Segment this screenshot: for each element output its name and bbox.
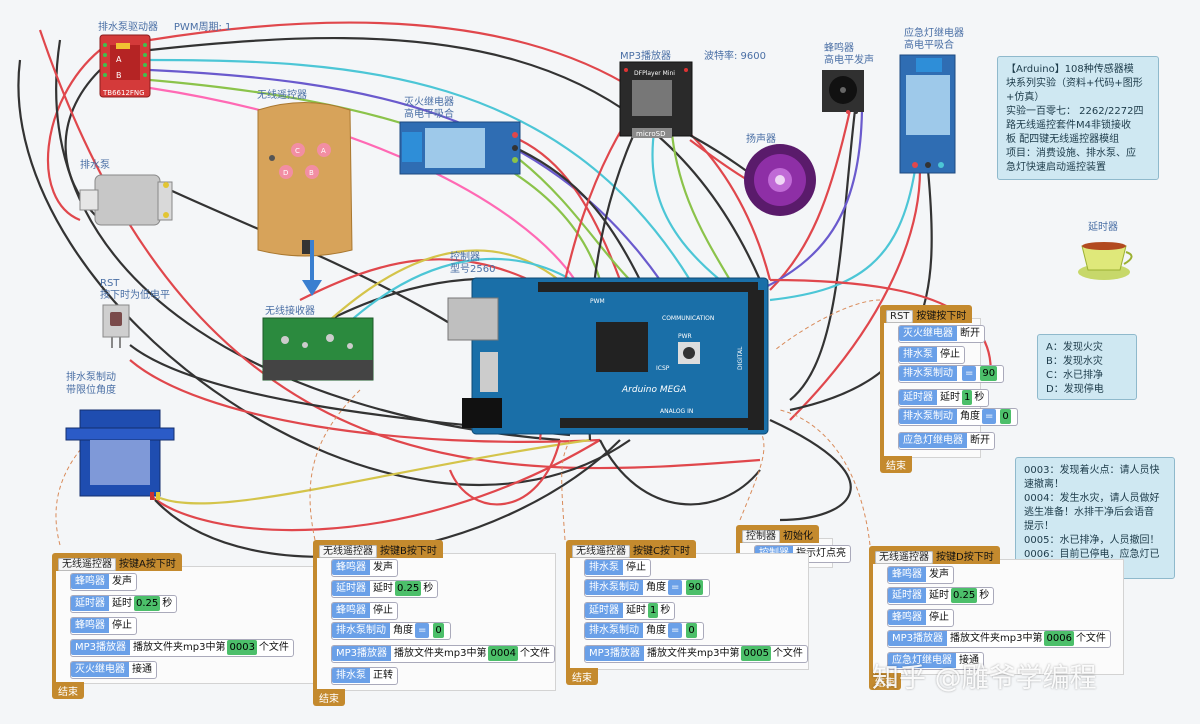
- c-row-4[interactable]: 排水泵制动角度=0: [584, 622, 704, 640]
- driver-letter-a: A: [116, 55, 122, 64]
- digital-label: DIGITAL: [737, 346, 744, 370]
- receiver-label: 无线接收器: [265, 306, 315, 317]
- b-block-header: 无线遥控器按键B按下时: [313, 540, 443, 558]
- driver-chip-label: TB6612FNG: [103, 89, 145, 97]
- mp3-player-module: [619, 61, 693, 138]
- a-row-5[interactable]: 灭火继电器接通: [70, 661, 157, 679]
- communication-label: COMMUNICATION: [662, 315, 714, 322]
- servo-motor: [65, 409, 175, 500]
- a-block-end: 结束: [52, 682, 84, 699]
- icsp-label: ICSP: [656, 365, 670, 372]
- b-row-1[interactable]: 蜂鸣器发声: [331, 559, 398, 577]
- emergency-relay-module: [899, 54, 956, 174]
- a-row-1[interactable]: 蜂鸣器发声: [70, 573, 137, 591]
- fire-relay-module: [399, 121, 521, 175]
- signal-arrow-icon: [302, 240, 322, 296]
- driver-letter-b: B: [116, 71, 122, 80]
- remote-key-b: B: [309, 169, 314, 177]
- c-block-header: 无线遥控器按键C按下时: [566, 540, 696, 558]
- controller-desc: 型号2560: [450, 264, 496, 275]
- buzzer-module: [822, 70, 864, 114]
- baud-label: 波特率: 9600: [704, 51, 766, 62]
- remote-control: [257, 102, 353, 257]
- b-block-end: 结束: [313, 689, 345, 706]
- servo-label: 排水泵制动: [66, 372, 116, 383]
- speaker-icon: [744, 144, 816, 216]
- rst-label: RST: [100, 278, 120, 289]
- rst-row-3[interactable]: 排水泵制动=90: [898, 365, 1005, 383]
- watermark: 知乎 @雕爷学编程: [872, 663, 1097, 694]
- rst-row-5[interactable]: 排水泵制动角度=0: [898, 408, 1018, 426]
- buzzer-desc: 高电平发声: [824, 55, 874, 66]
- microsd-label: microSD: [636, 130, 665, 138]
- intro-note: 【Arduino】108种传感器模块系列实验（资料+代码+图形+仿真） 实验一百…: [997, 56, 1159, 180]
- mp3-label: MP3播放器: [620, 51, 672, 62]
- pump-driver-board: [99, 34, 151, 98]
- d-row-3[interactable]: 蜂鸣器停止: [887, 609, 954, 627]
- pump-motor: [79, 174, 173, 226]
- remote-key-c: C: [295, 147, 300, 155]
- buzzer-label: 蜂鸣器: [824, 43, 854, 54]
- servo-desc: 带限位角度: [66, 385, 116, 396]
- remote-label: 无线遥控器: [257, 90, 307, 101]
- emergency-relay-label: 应急灯继电器: [904, 28, 964, 39]
- pwr-label: PWR: [678, 333, 692, 340]
- remote-key-a: A: [321, 147, 326, 155]
- init-block-header: 控制器初始化: [736, 525, 819, 543]
- b-row-6[interactable]: 排水泵正转: [331, 667, 398, 685]
- c-block-end: 结束: [566, 668, 598, 685]
- pwm-header-label: PWM: [590, 298, 605, 305]
- teacup-icon: [1078, 242, 1133, 280]
- fire-relay-label: 灭火继电器: [404, 97, 454, 108]
- a-row-3[interactable]: 蜂鸣器停止: [70, 617, 137, 635]
- c-row-1[interactable]: 排水泵停止: [584, 559, 651, 577]
- delay-label: 延时器: [1088, 222, 1118, 233]
- arduino-mega-board: [447, 277, 769, 435]
- rst-row-2[interactable]: 排水泵停止: [898, 346, 965, 364]
- rst-desc: 按下时为低电平: [100, 290, 170, 301]
- pump-label: 排水泵: [80, 160, 110, 171]
- rst-block-end: 结束: [880, 456, 912, 473]
- d-block-header: 无线遥控器按键D按下时: [869, 546, 1000, 564]
- c-row-2[interactable]: 排水泵制动角度=90: [584, 579, 711, 597]
- rst-row-1[interactable]: 灭火继电器断开: [898, 325, 985, 343]
- analog-label: ANALOG IN: [660, 408, 693, 415]
- mp3-chip-label: DFPlayer Mini: [634, 70, 675, 77]
- remote-key-d: D: [283, 169, 288, 177]
- b-row-3[interactable]: 蜂鸣器停止: [331, 602, 398, 620]
- arduino-label: Arduino MEGA: [621, 385, 686, 395]
- dashed-links: [55, 299, 881, 546]
- wireless-receiver-board: [262, 317, 374, 381]
- rst-button-module: [102, 304, 130, 348]
- fire-relay-desc: 高电平吸合: [404, 109, 454, 120]
- d-row-5[interactable]: 应急灯继电器接通: [887, 652, 984, 670]
- pump-driver-label: 排水泵驱动器 PWM周期: 1: [98, 22, 232, 33]
- speaker-label: 扬声器: [746, 134, 776, 145]
- a-block-header: 无线遥控器按键A按下时: [52, 553, 182, 571]
- d-block-end: 结束: [869, 673, 901, 690]
- emergency-relay-desc: 高电平吸合: [904, 40, 954, 51]
- b-row-4[interactable]: 排水泵制动角度=0: [331, 622, 451, 640]
- rst-row-6[interactable]: 应急灯继电器断开: [898, 432, 995, 450]
- d-row-1[interactable]: 蜂鸣器发声: [887, 566, 954, 584]
- controller-label: 控制器: [450, 252, 480, 263]
- audio-legend-note: 0003：发现着火点：请人员快速撤离！0004：发生水灾，请人员做好 逃生准备！…: [1015, 457, 1175, 579]
